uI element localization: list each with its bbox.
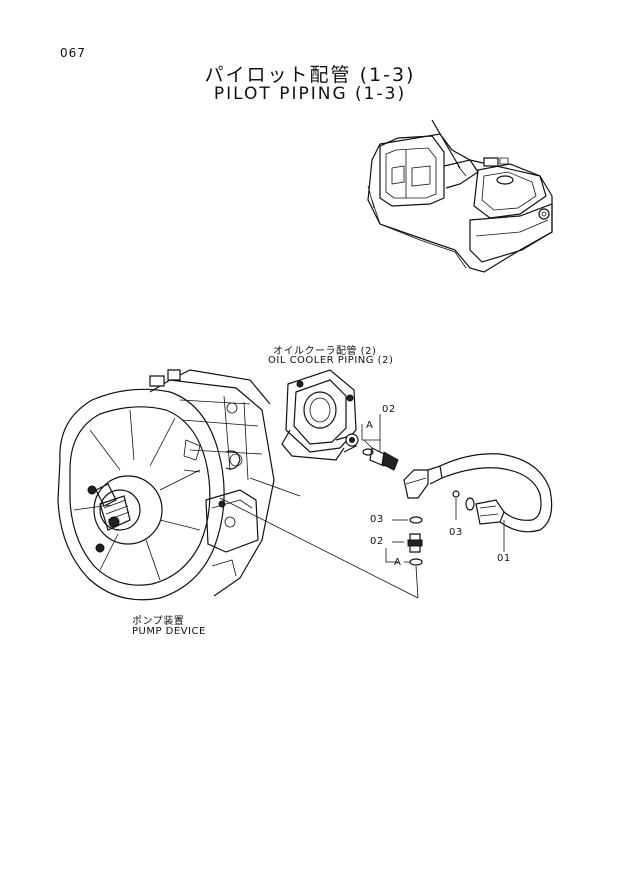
hose-assembly-drawing — [404, 454, 552, 552]
leader-pump-port — [220, 498, 418, 598]
oil-cooler-flange-drawing — [282, 370, 358, 460]
callout-02-upper: 02 — [382, 404, 396, 415]
oil-cooler-piping-label-jp: オイルクーラ配管 (2) — [273, 346, 377, 357]
callout-02-lower: 02 — [370, 536, 384, 547]
callout-01: 01 — [497, 553, 511, 564]
callout-a-lower: A — [394, 557, 402, 568]
pump-device-label-en: PUMP DEVICE — [132, 626, 206, 637]
page-title-jp: パイロット配管 (1-3) — [204, 64, 416, 86]
adapter-upper-drawing — [362, 414, 398, 470]
pump-device-drawing — [58, 370, 274, 600]
leader-oil-cooler — [250, 478, 300, 496]
adapter-lower-drawing — [386, 517, 422, 598]
callout-03-right: 03 — [449, 527, 463, 538]
oil-cooler-piping-label-en: OIL COOLER PIPING (2) — [268, 355, 394, 366]
callout-03-left: 03 — [370, 514, 384, 525]
callout-a-upper: A — [366, 420, 374, 431]
excavator-location-sketch — [368, 120, 552, 272]
pump-device-label-jp: ポンプ装置 — [132, 616, 185, 627]
page-number: 067 — [60, 46, 86, 60]
page-title-en: PILOT PIPING (1-3) — [213, 84, 407, 104]
